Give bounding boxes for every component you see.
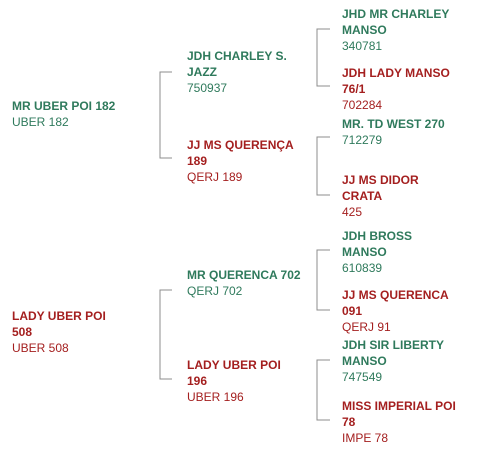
dam-sire-dam-node[interactable]: JJ MS QUERENCA 091 QERJ 91 bbox=[342, 287, 467, 335]
dam-sire-registration: QERJ 702 bbox=[187, 284, 243, 298]
dam-sire-dam-name: JJ MS QUERENCA 091 bbox=[342, 288, 449, 318]
sire-sire-dam-node[interactable]: JDH LADY MANSO 76/1 702284 bbox=[342, 65, 467, 113]
dam-sire-sire-name: JDH BROSS MANSO bbox=[342, 229, 413, 259]
dam-dam-registration: UBER 196 bbox=[187, 390, 244, 404]
sire-node[interactable]: MR UBER POI 182 UBER 182 bbox=[12, 98, 152, 130]
sire-dam-dam-name: JJ MS DIDOR CRATA bbox=[342, 173, 419, 203]
sire-sire-dam-name: JDH LADY MANSO 76/1 bbox=[342, 66, 450, 96]
dam-dam-sire-name: JDH SIR LIBERTY MANSO bbox=[342, 338, 444, 368]
dam-dam-dam-registration: IMPE 78 bbox=[342, 431, 389, 445]
sire-name: MR UBER POI 182 bbox=[12, 99, 116, 113]
sire-sire-name: JDH CHARLEY S. JAZZ bbox=[187, 49, 287, 79]
connector-dam-dam bbox=[316, 359, 330, 421]
dam-node[interactable]: LADY UBER POI 508 UBER 508 bbox=[12, 308, 122, 356]
sire-dam-registration: QERJ 189 bbox=[187, 170, 243, 184]
connector-sire-sire bbox=[316, 28, 330, 87]
sire-sire-sire-node[interactable]: JHD MR CHARLEY MANSO 340781 bbox=[342, 6, 467, 54]
connector-dam-sire bbox=[316, 249, 330, 311]
sire-dam-dam-node[interactable]: JJ MS DIDOR CRATA 425 bbox=[342, 172, 442, 220]
dam-dam-sire-node[interactable]: JDH SIR LIBERTY MANSO 747549 bbox=[342, 337, 457, 385]
dam-sire-sire-node[interactable]: JDH BROSS MANSO 610839 bbox=[342, 228, 442, 276]
sire-sire-sire-name: JHD MR CHARLEY MANSO bbox=[342, 7, 450, 37]
dam-sire-sire-registration: 610839 bbox=[342, 261, 383, 275]
dam-name: LADY UBER POI 508 bbox=[12, 309, 106, 339]
dam-sire-node[interactable]: MR QUERENCA 702 QERJ 702 bbox=[187, 267, 302, 299]
connector-sire bbox=[159, 71, 172, 159]
sire-sire-dam-registration: 702284 bbox=[342, 98, 383, 112]
dam-dam-dam-node[interactable]: MISS IMPERIAL POI 78 IMPE 78 bbox=[342, 398, 467, 446]
sire-dam-sire-registration: 712279 bbox=[342, 133, 383, 147]
connector-dam bbox=[159, 289, 172, 380]
sire-dam-name: JJ MS QUERENÇA 189 bbox=[187, 138, 294, 168]
dam-dam-dam-name: MISS IMPERIAL POI 78 bbox=[342, 399, 456, 429]
dam-registration: UBER 508 bbox=[12, 341, 69, 355]
sire-sire-registration: 750937 bbox=[187, 81, 228, 95]
dam-dam-name: LADY UBER POI 196 bbox=[187, 358, 281, 388]
dam-sire-name: MR QUERENCA 702 bbox=[187, 268, 301, 282]
sire-dam-node[interactable]: JJ MS QUERENÇA 189 QERJ 189 bbox=[187, 137, 302, 185]
sire-sire-node[interactable]: JDH CHARLEY S. JAZZ 750937 bbox=[187, 48, 302, 96]
sire-sire-sire-registration: 340781 bbox=[342, 39, 383, 53]
sire-dam-dam-registration: 425 bbox=[342, 205, 363, 219]
sire-registration: UBER 182 bbox=[12, 115, 69, 129]
dam-dam-node[interactable]: LADY UBER POI 196 UBER 196 bbox=[187, 357, 302, 405]
dam-sire-dam-registration: QERJ 91 bbox=[342, 320, 391, 334]
dam-dam-sire-registration: 747549 bbox=[342, 370, 383, 384]
connector-sire-dam bbox=[316, 136, 330, 196]
sire-dam-sire-name: MR. TD WEST 270 bbox=[342, 117, 445, 131]
sire-dam-sire-node[interactable]: MR. TD WEST 270 712279 bbox=[342, 116, 472, 148]
